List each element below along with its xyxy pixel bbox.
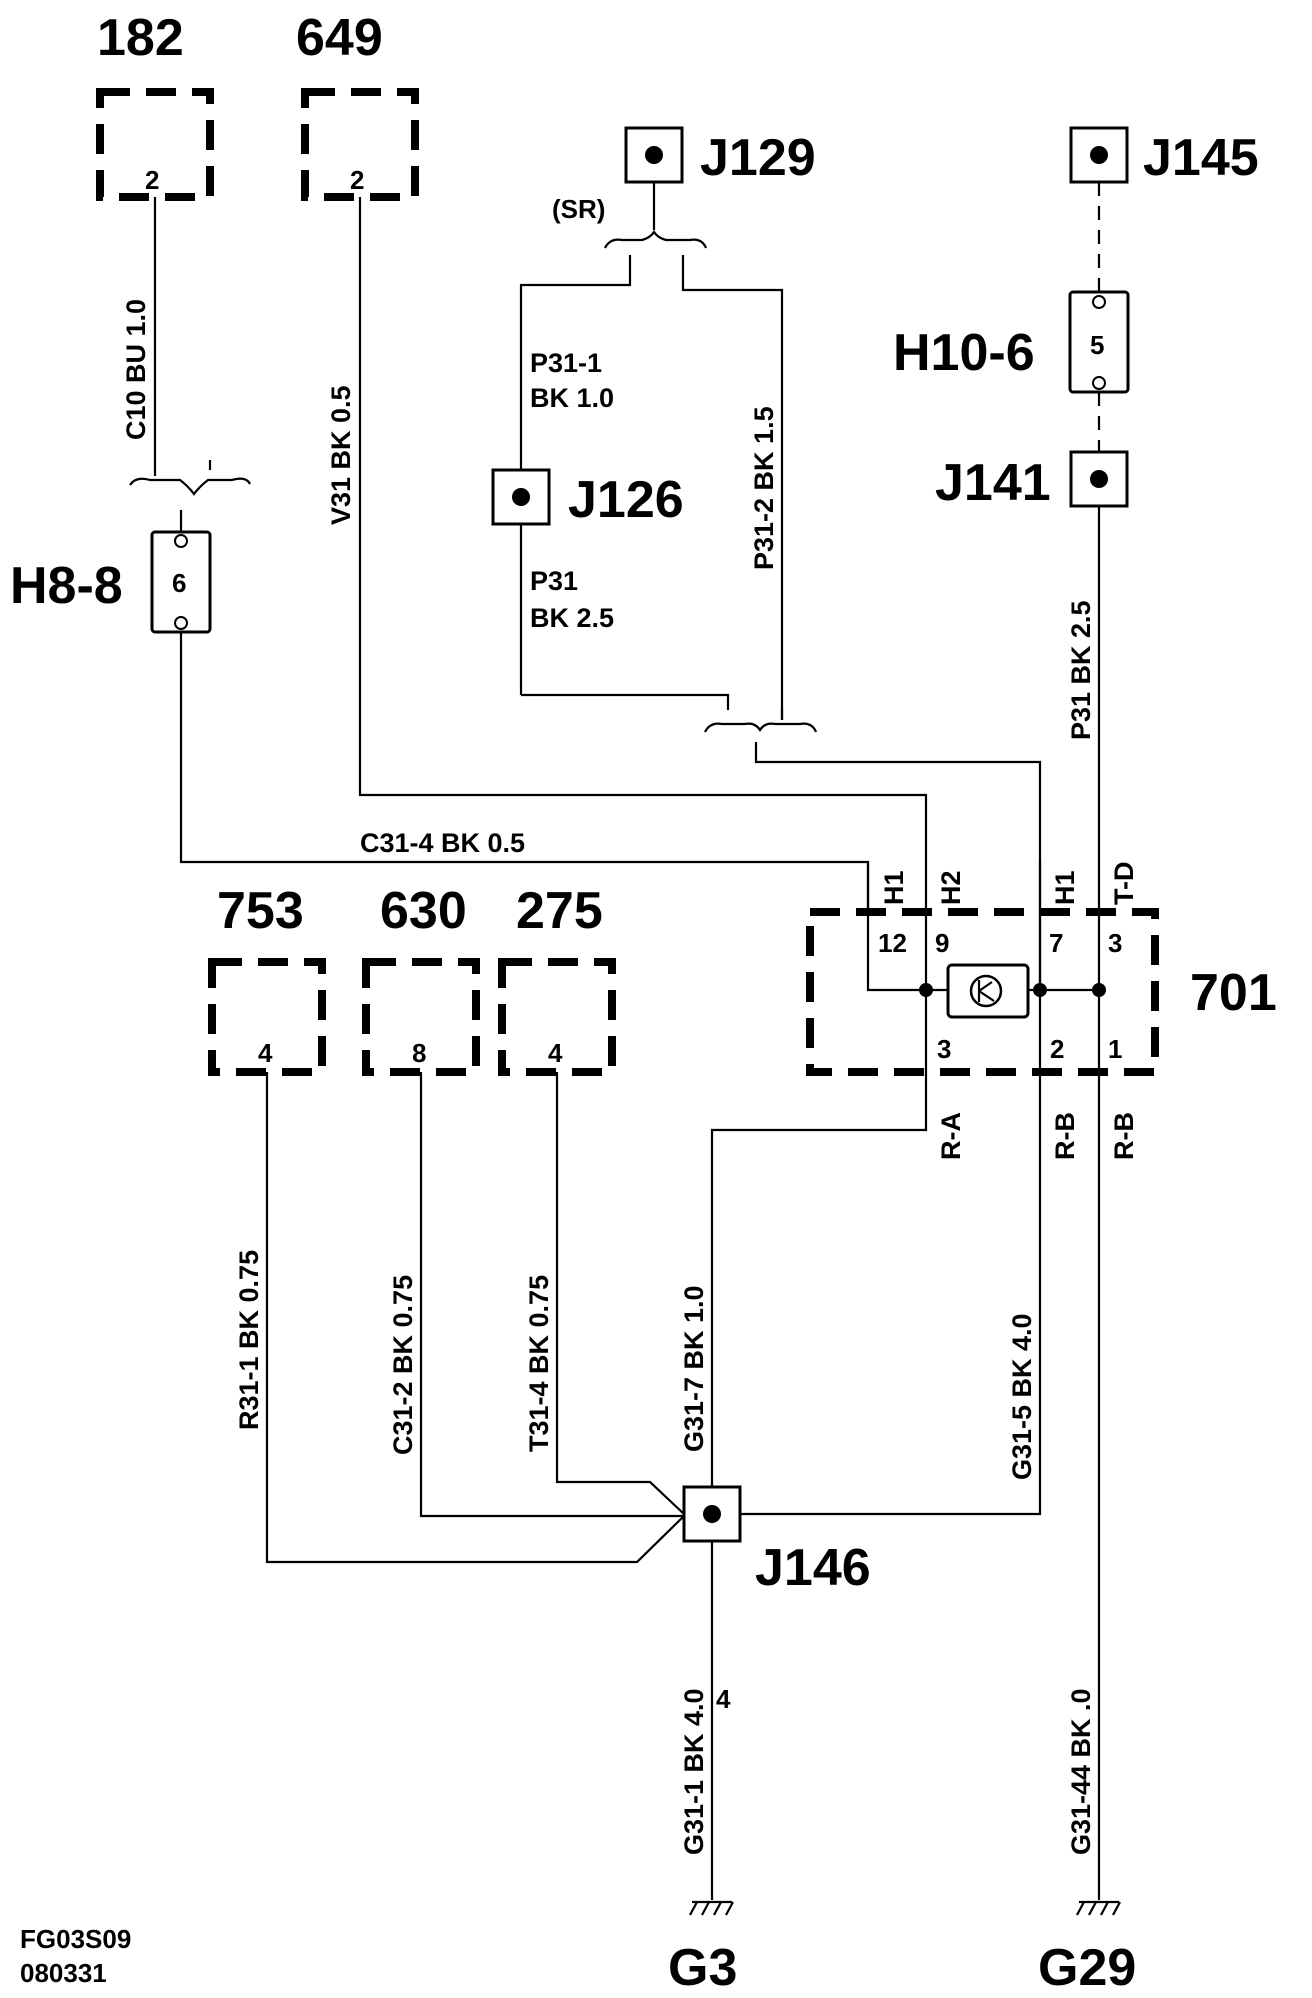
c701-bottom-label-r-b-a: R-B (1050, 1112, 1080, 1160)
wire-g31-1-pin: 4 (716, 1684, 731, 1714)
component-649-id: 649 (296, 9, 383, 67)
sensor-icon (969, 974, 1003, 1008)
component-630-pin: 8 (412, 1038, 426, 1068)
connector-h8-8-label: H8-8 (10, 557, 123, 615)
c701-top-label-h2: H2 (936, 870, 966, 905)
footer-code: FG03S09 (20, 1924, 131, 1954)
junction-j126-label: J126 (568, 471, 684, 529)
component-182: 182 2 (96, 9, 214, 201)
wire-p31-1-label-a: P31-1 (530, 348, 602, 378)
component-275-id: 275 (516, 882, 603, 940)
c701-pin-1: 1 (1108, 1034, 1122, 1064)
wire-g31-5-label: G31-5 BK 4.0 (1007, 1313, 1037, 1480)
wire-g31-44: G31-44 BK .0 (1066, 1688, 1096, 1855)
wire-t31-4-label: T31-4 BK 0.75 (524, 1275, 554, 1452)
junction-j141: J141 (935, 450, 1129, 512)
wire-c10: C10 BU 1.0 (121, 197, 251, 532)
wire-p31-group: (SR) P31-1 BK 1.0 P31-2 BK 1.5 P31 BK 2.… (519, 182, 1042, 990)
ground-g29: G29 (1038, 1900, 1136, 1997)
wire-g31-1-label: G31-1 BK 4.0 (679, 1688, 709, 1855)
wire-g31-5: G31-5 BK 4.0 (740, 1100, 1042, 1516)
wire-g31-44-label: G31-44 BK .0 (1066, 1688, 1096, 1855)
component-630-id: 630 (380, 882, 467, 940)
junction-j129: J129 (624, 126, 816, 187)
wire-v31-label: V31 BK 0.5 (326, 385, 356, 525)
junction-j146-label: J146 (755, 1539, 871, 1597)
splice-sr-label: (SR) (552, 194, 605, 224)
wire-v31: V31 BK 0.5 (326, 197, 928, 905)
component-753-id: 753 (217, 882, 304, 940)
connector-h10-6: H10-6 5 (893, 290, 1130, 394)
wire-right-column: P31 BK 2.5 (1066, 182, 1101, 1900)
wire-r31-1: R31-1 BK 0.75 (234, 1072, 685, 1564)
connector-h10-6-pin: 5 (1090, 330, 1104, 360)
component-182-pin: 2 (145, 165, 159, 195)
c701-bottom-label-r-b-b: R-B (1109, 1112, 1139, 1160)
wire-p31-right-label: P31 BK 2.5 (1066, 600, 1096, 740)
c701-pin-9: 9 (935, 928, 949, 958)
wire-p31-1-label-b: BK 1.0 (530, 383, 614, 413)
c701-pin-12: 12 (878, 928, 907, 958)
component-649-pin: 2 (350, 165, 364, 195)
c701-pin-3-bottom: 3 (937, 1034, 951, 1064)
wire-t31-4: T31-4 BK 0.75 (524, 1072, 685, 1515)
wire-c31-4-label: C31-4 BK 0.5 (360, 828, 525, 858)
component-701-id: 701 (1190, 964, 1277, 1022)
component-630: 630 8 (362, 882, 480, 1076)
junction-j126: J126 (491, 468, 684, 529)
junction-j141-label: J141 (935, 454, 1051, 512)
footer-date: 080331 (20, 1958, 107, 1988)
junction-j145: J145 (1069, 126, 1259, 187)
wire-g31-7: G31-7 BK 1.0 (679, 1100, 928, 1487)
c701-pin-3-top: 3 (1108, 928, 1122, 958)
c701-pin-2: 2 (1050, 1034, 1064, 1064)
component-701: 701 H1 H2 H1 T-D 12 9 7 3 3 2 1 R-A R-B … (806, 860, 1277, 1160)
c701-bottom-label-r-a: R-A (936, 1112, 966, 1160)
wire-p31-label-a: P31 (530, 566, 578, 596)
component-753: 753 4 (208, 882, 326, 1076)
wire-r31-1-label: R31-1 BK 0.75 (234, 1250, 264, 1430)
component-275-pin: 4 (548, 1038, 563, 1068)
wire-g31-7-label: G31-7 BK 1.0 (679, 1285, 709, 1452)
c701-top-label-h1-a: H1 (879, 870, 909, 905)
component-182-id: 182 (97, 9, 184, 67)
wire-p31-label-b: BK 2.5 (530, 603, 614, 633)
wire-c31-2: C31-2 BK 0.75 (388, 1072, 684, 1518)
component-649: 649 2 (296, 9, 419, 201)
ground-g3-label: G3 (668, 1939, 737, 1997)
ground-g29-label: G29 (1038, 1939, 1136, 1997)
wire-c31-2-label: C31-2 BK 0.75 (388, 1275, 418, 1455)
component-275: 275 4 (498, 882, 616, 1076)
junction-j129-label: J129 (700, 129, 816, 187)
component-753-pin: 4 (258, 1038, 273, 1068)
connector-h10-6-label: H10-6 (893, 324, 1035, 382)
wire-p31-2-label: P31-2 BK 1.5 (749, 406, 779, 570)
wire-c10-label: C10 BU 1.0 (121, 299, 151, 440)
c701-pin-7: 7 (1049, 928, 1063, 958)
connector-h8-8-pin: 6 (172, 568, 186, 598)
ground-g3: G3 (668, 1900, 737, 1997)
c701-top-label-t-d: T-D (1109, 862, 1139, 906)
junction-j145-label: J145 (1143, 129, 1259, 187)
wire-g31-1: G31-1 BK 4.0 4 (679, 1541, 731, 1900)
connector-h8-8: H8-8 6 (10, 530, 212, 634)
c701-top-label-h1-b: H1 (1050, 870, 1080, 905)
